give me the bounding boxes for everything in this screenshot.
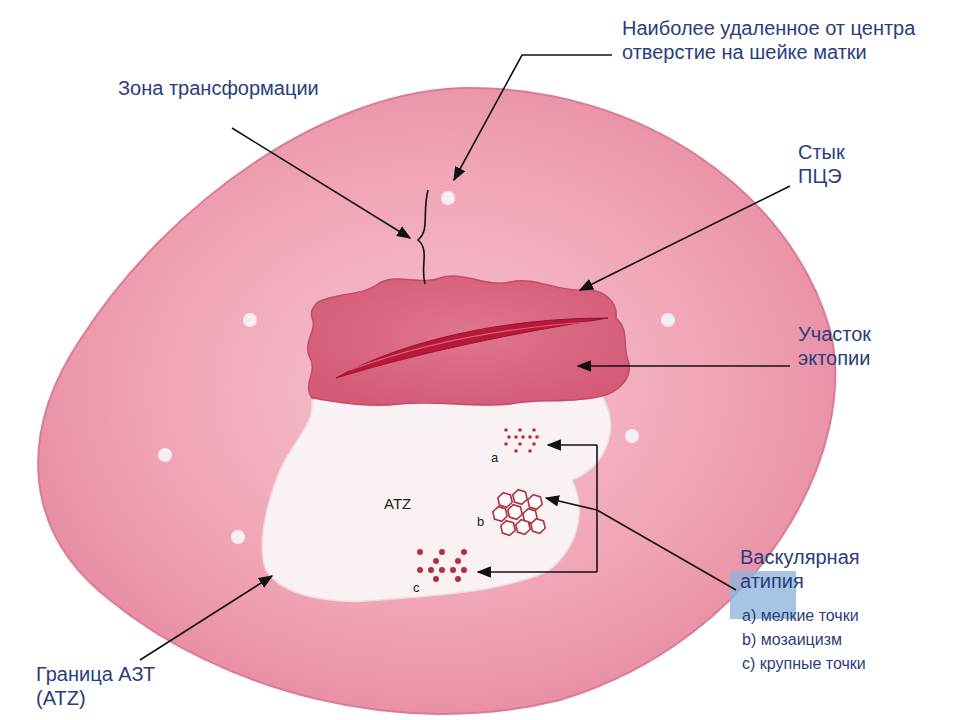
ectopy-area xyxy=(308,276,630,405)
boundary-label: Граница АЗТ (ATZ) xyxy=(36,662,206,710)
external-os xyxy=(336,318,608,378)
pattern-letter: b xyxy=(477,514,497,530)
ectopy-label: Участок эктопии xyxy=(798,322,918,370)
vascular-label: Васкулярная атипия xyxy=(740,545,910,593)
area-label: ATZ xyxy=(384,495,444,513)
mosaic-pattern xyxy=(493,490,545,536)
cervix-outline xyxy=(38,88,835,714)
junction-label: Стык ПЦЭ xyxy=(798,140,888,188)
punctation-fine xyxy=(504,428,539,453)
punctation-coarse xyxy=(417,549,467,582)
legend-item: b) мозаицизм xyxy=(742,630,952,649)
transformation-zone-brace xyxy=(418,190,428,284)
pattern-letter: a xyxy=(491,450,511,466)
gland-opening-label: Наиболее удаленное от центра отверстие н… xyxy=(622,16,942,64)
zone-label: Зона трансформации xyxy=(118,76,398,100)
leader-lines xyxy=(140,55,790,660)
atz-area xyxy=(262,396,610,601)
legend-item: a) мелкие точки xyxy=(742,606,952,625)
pattern-letter: c xyxy=(413,580,433,596)
legend-item: c) крупные точки xyxy=(742,654,952,673)
os-highlight xyxy=(350,322,590,370)
